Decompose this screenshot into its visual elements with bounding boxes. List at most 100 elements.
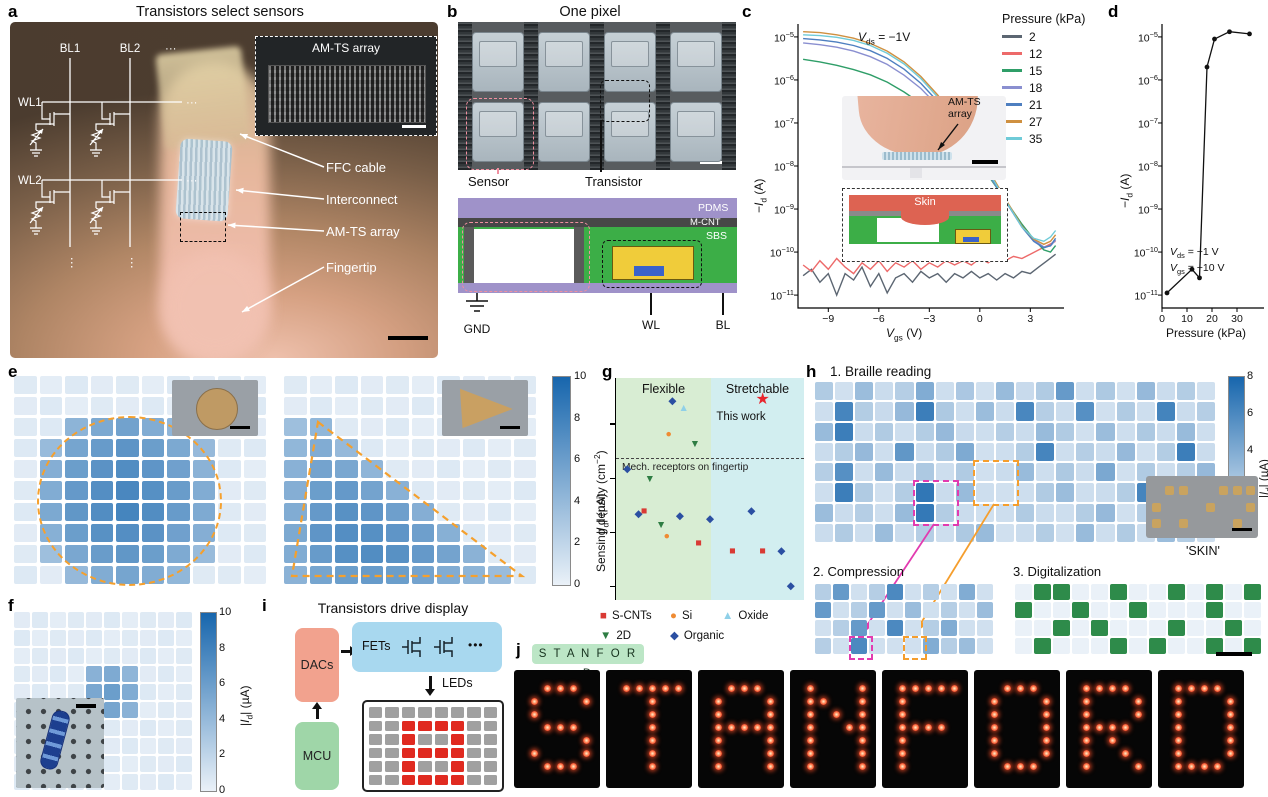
mech-receptor-threshold-line	[616, 457, 804, 459]
heatmap-cell	[1036, 422, 1055, 441]
heatmap-cell	[122, 612, 138, 628]
annotation-ffc-cable: FFC cable	[326, 160, 386, 175]
heatmap-cell	[158, 738, 174, 754]
digital-cell	[1110, 638, 1128, 654]
heatmap-cell	[895, 523, 914, 542]
bl2-label: BL2	[120, 43, 140, 55]
led-dot	[531, 698, 538, 705]
led-cell-off	[401, 707, 416, 718]
scatter-point-organic: ◆	[634, 507, 643, 520]
heatmap-cell	[86, 630, 102, 646]
compression-unpressed-box	[903, 636, 927, 660]
led-cell-off	[467, 761, 481, 772]
digital-cell	[1072, 584, 1090, 600]
heatmap-cell	[140, 756, 156, 772]
heatmap-cell	[833, 638, 849, 654]
heatmap-cell	[14, 397, 37, 416]
led-dot	[807, 685, 814, 692]
digital-cell	[1034, 602, 1052, 618]
heatmap-cell	[975, 442, 994, 461]
heatmap-cell	[411, 544, 434, 563]
led-dot	[1175, 724, 1182, 731]
scale-bar	[388, 336, 428, 340]
led-dot	[1175, 698, 1182, 705]
heatmap-cell	[995, 402, 1014, 421]
heatmap-cell	[1116, 422, 1135, 441]
led-dot	[1083, 763, 1090, 770]
heatmap-cell	[513, 439, 536, 458]
heatmap-cell	[923, 584, 939, 600]
e-colorbar	[552, 376, 571, 586]
heatmap-cell	[923, 620, 939, 636]
digital-cell	[1072, 620, 1090, 636]
heatmap-cell	[955, 402, 974, 421]
pixel-inner	[479, 111, 517, 137]
heatmap-cell	[975, 523, 994, 542]
heatmap-cell	[488, 502, 511, 521]
heatmap-cell	[959, 638, 975, 654]
vgs-note: Vgs = −10 V	[1170, 262, 1225, 277]
heatmap-cell	[335, 502, 358, 521]
led-dot	[583, 750, 590, 757]
led-cell-off	[483, 747, 497, 758]
led-cell-off	[369, 747, 383, 758]
heatmap-cell	[488, 544, 511, 563]
led-cell-off	[369, 720, 383, 731]
am-ts-inset: AM-TS array	[255, 36, 437, 136]
g-axis-tick	[610, 532, 616, 534]
braille-step-title: 1. Braille reading	[830, 364, 932, 379]
heatmap-cell	[1156, 402, 1175, 421]
heatmap-cell	[875, 523, 894, 542]
heatmap-cell	[176, 612, 192, 628]
led-cell-off	[467, 747, 481, 758]
led-cell-off	[483, 734, 497, 745]
heatmap-cell	[437, 481, 460, 500]
colorbar-tick: 10	[574, 370, 587, 382]
c-y-tick-label: 10−7	[773, 115, 794, 131]
annotation-interconnect: Interconnect	[326, 192, 398, 207]
mcnt-label: M-CNT	[690, 217, 721, 228]
led-dot	[623, 685, 630, 692]
cavity-pillar	[574, 227, 584, 283]
heatmap-cell	[1076, 463, 1095, 482]
legend-entry: 2	[1002, 28, 1110, 45]
led-dot	[1083, 737, 1090, 744]
heatmap-cell	[1076, 402, 1095, 421]
heatmap-cell	[941, 638, 957, 654]
heatmap-cell	[39, 376, 62, 395]
heatmap-cell	[437, 460, 460, 479]
heatmap-cell	[50, 684, 66, 700]
heatmap-cell	[158, 666, 174, 682]
heatmap-cell	[923, 638, 939, 654]
heatmap-cell	[68, 666, 84, 682]
heatmap-cell	[513, 544, 536, 563]
fets-block: FETs •••	[352, 622, 502, 672]
led-dot	[1188, 685, 1195, 692]
led-dot	[715, 724, 722, 731]
c-y-tick-label: 10−11	[770, 288, 794, 303]
led-dot	[846, 724, 853, 731]
heatmap-cell	[218, 439, 241, 458]
digital-cell	[1205, 638, 1223, 654]
heatmap-cell	[915, 503, 934, 522]
circular-object	[196, 388, 238, 430]
transistor-pointer-line	[600, 120, 602, 172]
heatmap-cell	[815, 402, 834, 421]
led-dot	[649, 737, 656, 744]
compression-pressed-box	[849, 636, 873, 660]
panel-i-title: Transistors drive display	[317, 600, 469, 616]
mcu-to-dacs-arrow	[316, 708, 319, 719]
heatmap-cell	[1036, 402, 1055, 421]
heatmap-cell	[1016, 483, 1035, 502]
heatmap-cell	[835, 402, 854, 421]
led-dot	[807, 698, 814, 705]
g-axis-tick	[610, 586, 616, 588]
digital-cell	[1110, 584, 1128, 600]
digital-cell	[1072, 602, 1090, 618]
heatmap-cell	[1036, 463, 1055, 482]
legend-value: 21	[1029, 97, 1043, 112]
cavity-pillar	[464, 227, 474, 283]
d-x-tick-label: 10	[1181, 313, 1193, 325]
led-dot	[1043, 750, 1050, 757]
led-dot	[807, 737, 814, 744]
